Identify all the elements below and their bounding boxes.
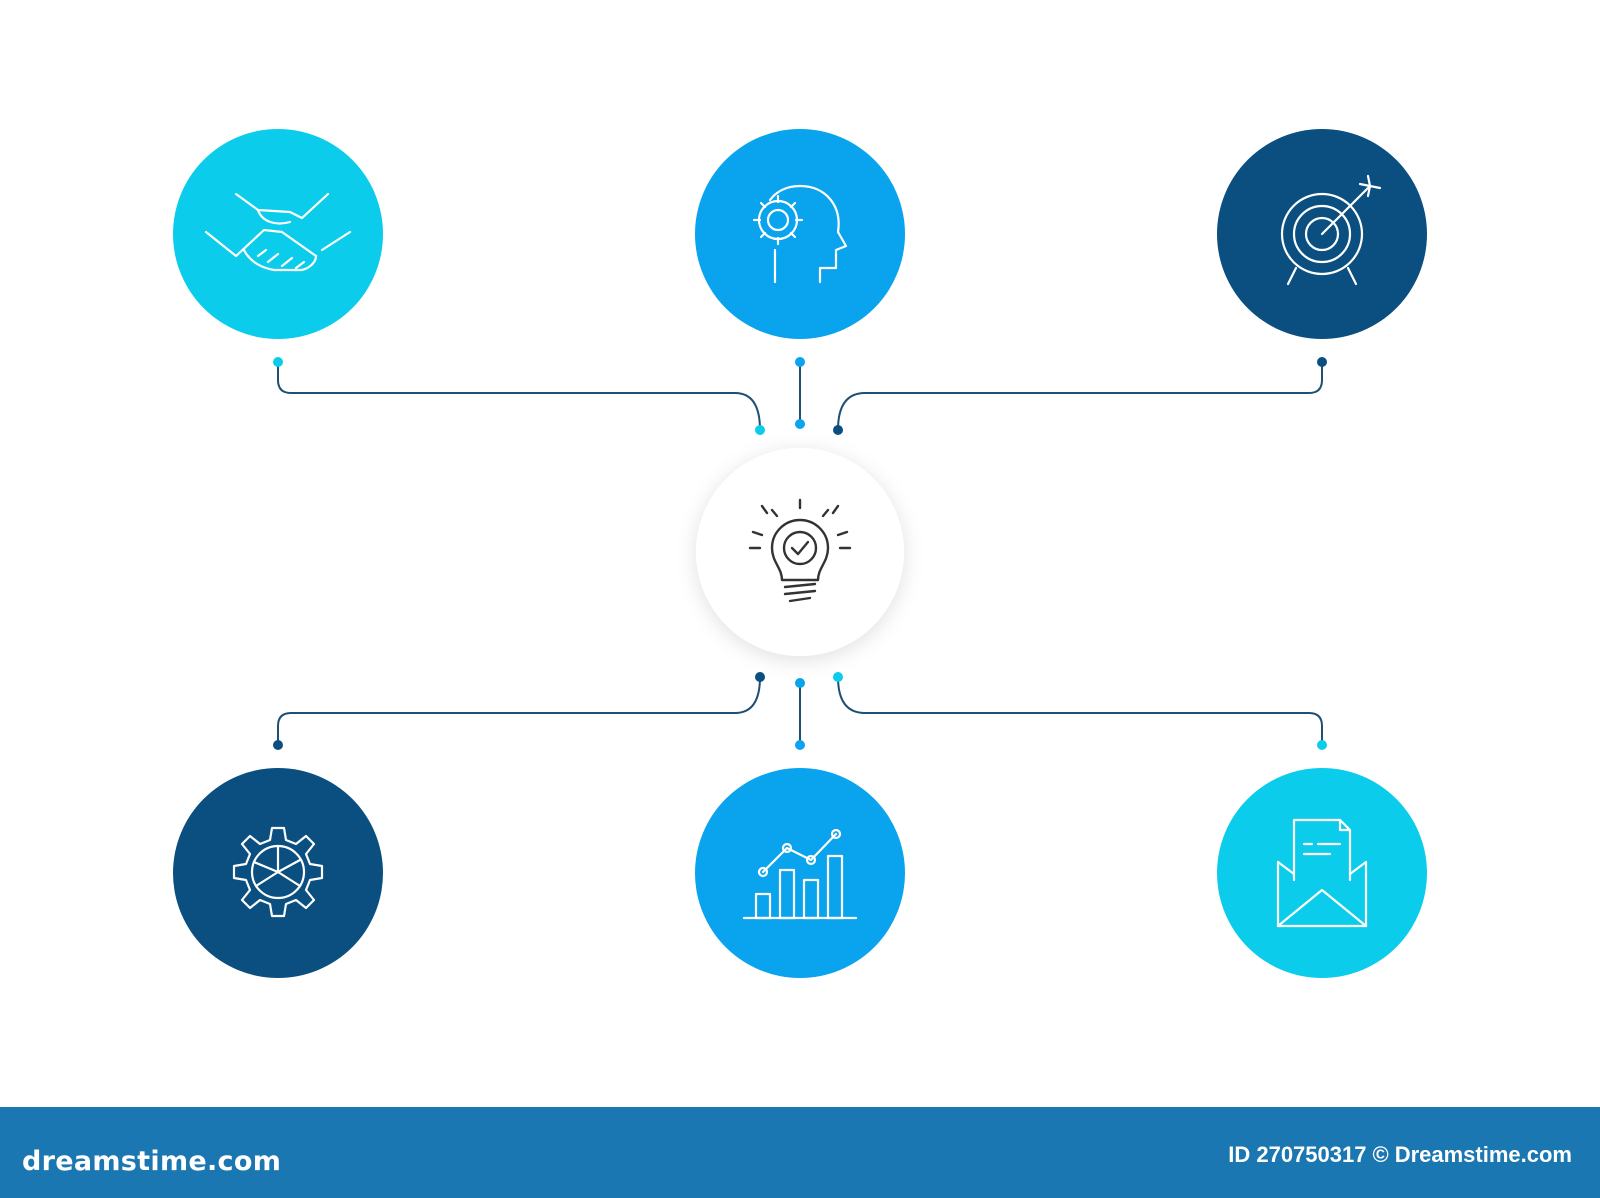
connectors [277,362,1323,745]
gear-pie-icon [232,826,324,918]
hub-node [696,448,904,656]
connector-bottom-left [277,676,761,745]
connector-bottom-right [837,676,1323,745]
target-arrow-icon [1280,174,1382,286]
node-top-left [173,129,383,339]
head-gear-icon [752,184,848,284]
dot-top-right-hub [833,425,843,435]
copyright-icon: © [1372,1142,1389,1167]
dot-bottom-left-hub [755,672,765,682]
dot-bottom-right-node [1317,740,1327,750]
handshake-icon [204,192,352,272]
connector-top-left [277,362,761,431]
node-top-center [695,129,905,339]
dot-top-right-node [1317,357,1327,367]
node-bottom-right [1217,768,1427,978]
dot-top-center-node [795,357,805,367]
image-id: ID 270750317 [1228,1142,1367,1167]
dot-top-left-node [273,357,283,367]
node-bottom-center [695,768,905,978]
bar-line-chart-icon [742,828,858,920]
connector-dots [273,357,1327,750]
dot-top-center-hub [795,419,805,429]
envelope-document-icon [1276,818,1368,928]
dot-bottom-left-node [273,740,283,750]
brand-watermark: dreamstime.com [22,1146,282,1177]
footer-banner [0,1107,1600,1198]
node-bottom-left [173,768,383,978]
image-credit: ID 270750317©Dreamstime.com [1228,1142,1572,1168]
dot-bottom-center-node [795,740,805,750]
dot-top-left-hub [755,425,765,435]
dot-bottom-center-hub [795,678,805,688]
node-top-right [1217,129,1427,339]
dot-bottom-right-hub [833,672,843,682]
lightbulb-check-icon [748,498,852,603]
connector-top-right [837,362,1323,431]
site-name: Dreamstime.com [1394,1142,1572,1167]
